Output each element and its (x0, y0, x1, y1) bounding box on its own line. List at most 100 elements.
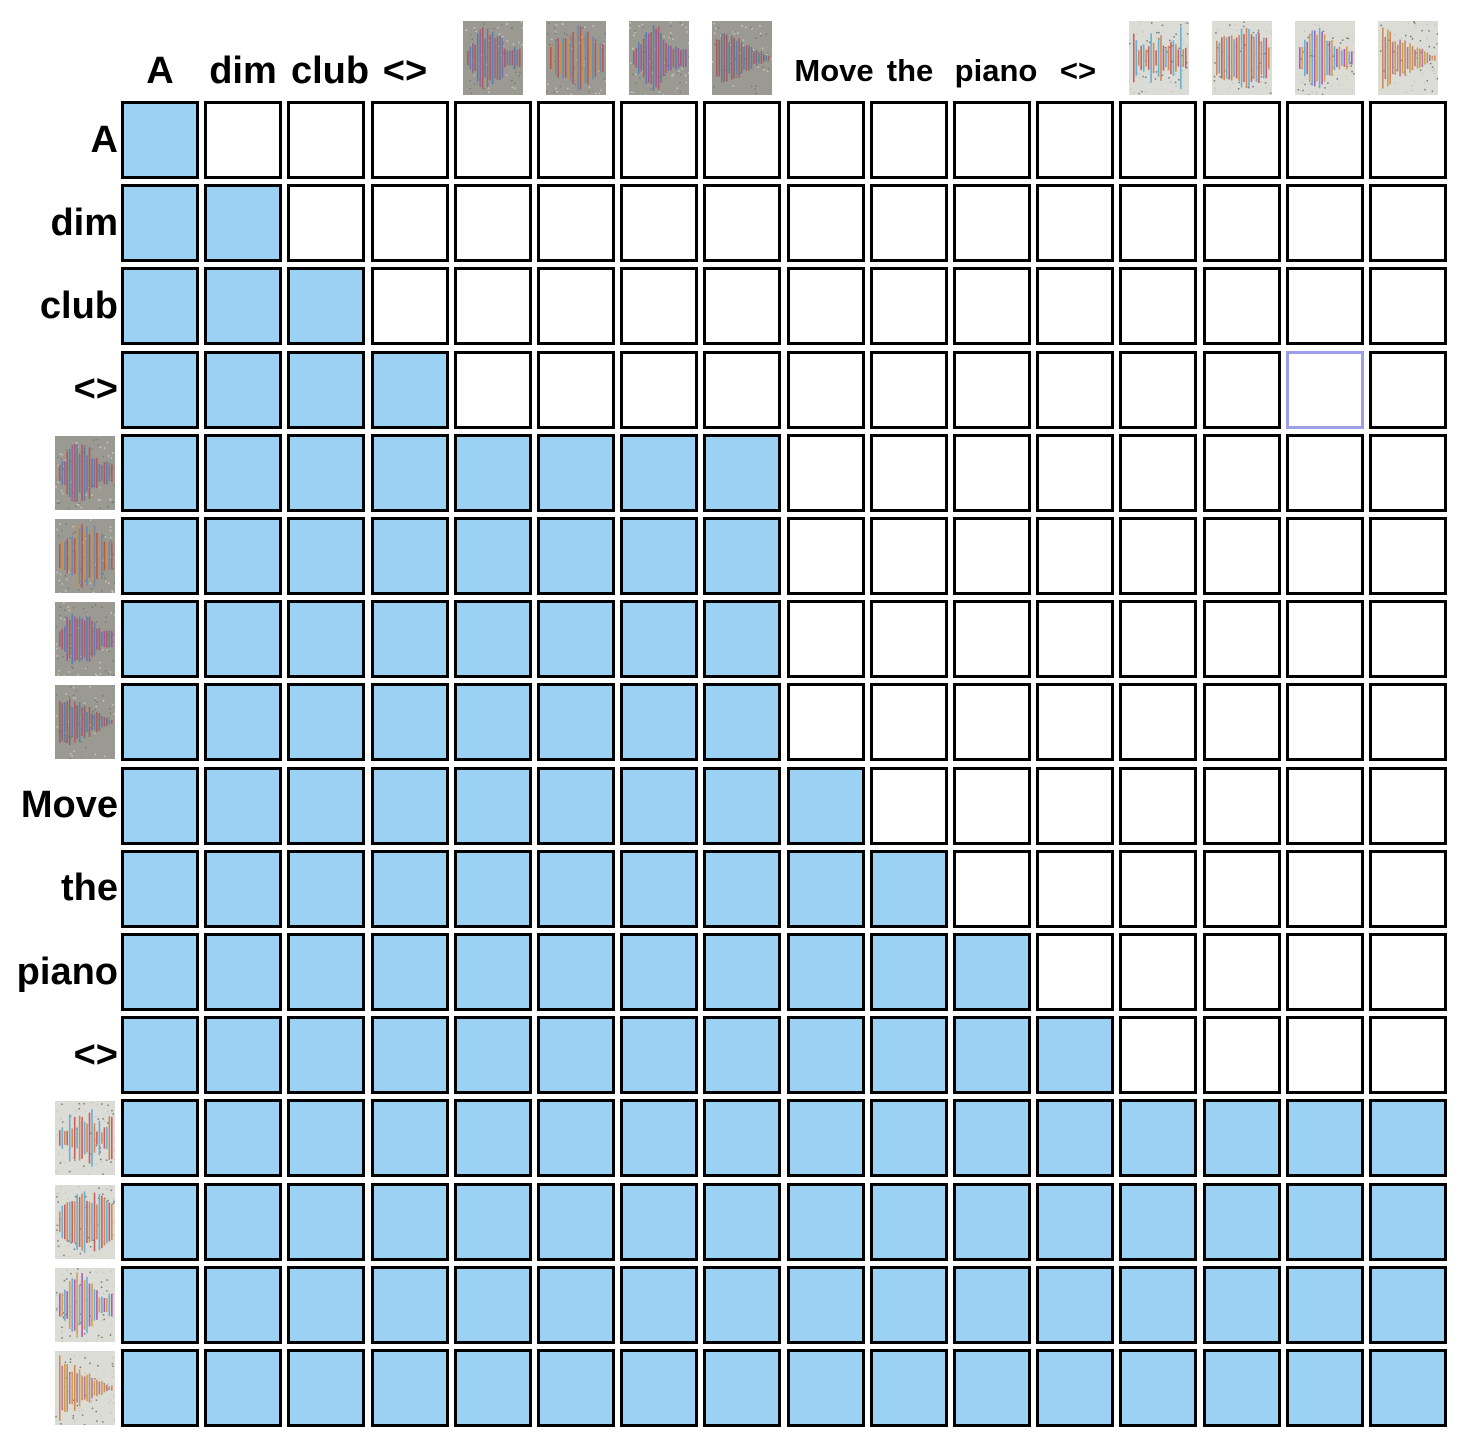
mask-cell-masked (953, 350, 1031, 429)
row-header-label: club (39, 284, 118, 327)
mask-cell-masked (537, 184, 615, 263)
column-header-label: <> (1059, 53, 1097, 88)
mask-cell-visible (953, 1099, 1031, 1178)
mask-cell-visible (703, 600, 782, 679)
mask-cell-masked (1036, 184, 1115, 263)
mask-cell-visible (620, 433, 699, 512)
mask-cell-visible (370, 766, 449, 845)
mask-cell-masked (537, 101, 615, 179)
mask-cell-visible (287, 1016, 366, 1095)
mask-cell-masked (1202, 101, 1281, 179)
column-header-label: piano (954, 53, 1038, 88)
mask-cell-visible (620, 1182, 699, 1261)
mask-cell-visible (1036, 1099, 1115, 1178)
mask-cell-masked (953, 766, 1031, 845)
mask-cell-masked (1369, 433, 1447, 512)
mask-cell-visible (703, 1016, 782, 1095)
row-header-audio (55, 685, 117, 761)
mask-cell-visible (121, 1349, 199, 1427)
mask-cell-visible (869, 1265, 948, 1344)
mask-cell-visible (703, 766, 782, 845)
audio-waveform-icon (629, 21, 690, 97)
mask-cell-masked (786, 517, 865, 595)
audio-waveform-icon (55, 1184, 115, 1259)
mask-cell-masked (1202, 350, 1281, 429)
mask-cell-masked (370, 184, 449, 263)
mask-cell-masked (1202, 517, 1281, 595)
mask-cell-visible (869, 1349, 948, 1427)
mask-cell-masked (1285, 1016, 1364, 1095)
mask-cell-visible (537, 933, 615, 1011)
column-header-audio (1129, 21, 1189, 95)
mask-cell-visible (869, 849, 948, 928)
mask-cell-masked (1119, 933, 1198, 1011)
mask-cell-visible (370, 1099, 449, 1178)
mask-cell-visible (620, 1016, 699, 1095)
mask-cell-masked (869, 184, 948, 263)
mask-cell-visible (1285, 1349, 1364, 1427)
mask-cell-masked (869, 350, 948, 429)
mask-cell-masked (869, 101, 948, 179)
mask-cell-visible (537, 600, 615, 679)
row-header-label: Move (20, 784, 118, 827)
mask-cell-masked (1285, 517, 1364, 595)
mask-cell-masked (786, 101, 865, 179)
mask-cell-masked (953, 849, 1031, 928)
mask-cell-visible (287, 433, 366, 512)
mask-cell-visible (121, 184, 199, 263)
mask-cell-visible (121, 1016, 199, 1095)
mask-cell-masked (1285, 350, 1364, 429)
mask-cell-visible (204, 1265, 283, 1344)
row-header-audio (55, 1267, 117, 1344)
mask-cell-visible (1202, 1099, 1281, 1178)
mask-cell-visible (204, 1099, 283, 1178)
mask-cell-visible (204, 683, 283, 762)
mask-cell-visible (121, 683, 199, 762)
mask-cell-masked (1036, 933, 1115, 1011)
mask-cell-masked (1369, 766, 1447, 845)
mask-cell-visible (287, 1349, 366, 1427)
mask-cell-masked (204, 101, 283, 179)
column-header-audio (1212, 21, 1274, 96)
mask-cell-masked (703, 101, 782, 179)
audio-waveform-icon (712, 21, 773, 97)
mask-cell-visible (537, 433, 615, 512)
row-header-label: the (61, 867, 118, 910)
mask-cell-visible (453, 1016, 532, 1095)
mask-cell-visible (703, 1265, 782, 1344)
mask-cell-visible (786, 849, 865, 928)
mask-cell-masked (453, 184, 532, 263)
mask-cell-visible (370, 1349, 449, 1427)
mask-cell-visible (453, 766, 532, 845)
audio-waveform-icon (55, 602, 116, 677)
row-header-label: <> (73, 368, 118, 411)
mask-cell-visible (537, 1182, 615, 1261)
mask-cell-visible (204, 766, 283, 845)
mask-cell-visible (370, 849, 449, 928)
mask-cell-visible (204, 433, 283, 512)
mask-cell-masked (1369, 600, 1447, 679)
row-header-audio (55, 1184, 115, 1259)
mask-cell-masked (1202, 600, 1281, 679)
audio-waveform-icon (55, 435, 117, 511)
mask-cell-visible (1369, 1349, 1447, 1427)
mask-cell-visible (1036, 1182, 1115, 1261)
mask-cell-masked (1119, 1016, 1198, 1095)
mask-cell-visible (121, 267, 199, 346)
row-header-audio (55, 602, 116, 677)
audio-waveform-icon (463, 21, 525, 95)
mask-cell-masked (1036, 683, 1115, 762)
mask-cell-masked (953, 433, 1031, 512)
mask-cell-masked (1285, 433, 1364, 512)
mask-cell-masked (453, 101, 532, 179)
mask-cell-visible (453, 433, 532, 512)
mask-cell-masked (1119, 683, 1198, 762)
mask-cell-visible (121, 517, 199, 595)
mask-cell-masked (703, 350, 782, 429)
mask-cell-masked (786, 184, 865, 263)
mask-cell-masked (953, 267, 1031, 346)
mask-cell-masked (1119, 433, 1198, 512)
mask-cell-masked (869, 517, 948, 595)
mask-cell-masked (453, 350, 532, 429)
mask-cell-visible (620, 1099, 699, 1178)
